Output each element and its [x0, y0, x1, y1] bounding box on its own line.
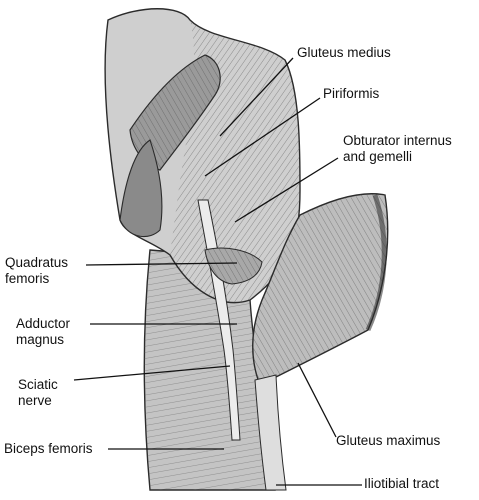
- label-adductor: Adductor magnus: [16, 316, 70, 348]
- label-piriformis-text: Piriformis: [323, 86, 380, 101]
- label-quadratus-line2: femoris: [5, 271, 50, 286]
- quadratus-femoris-fibers: [205, 248, 262, 284]
- label-gluteus-maximus: Gluteus maximus: [336, 433, 440, 449]
- gluteus-medius-flap-fibers: [130, 55, 221, 170]
- leader-piriformis: [204, 97, 321, 177]
- thigh-fibers: [144, 250, 275, 490]
- label-biceps-femoris-text: Biceps femoris: [4, 441, 93, 456]
- leader-gluteus-medius: [219, 57, 294, 137]
- leader-sciatic: [73, 365, 231, 381]
- label-sciatic-line2: nerve: [18, 393, 52, 408]
- label-piriformis: Piriformis: [323, 86, 379, 102]
- label-adductor-line1: Adductor: [16, 316, 71, 331]
- iliotibial-tract-shape: [254, 374, 287, 491]
- label-quadratus-line1: Quadratus: [5, 255, 69, 270]
- leader-gluteus-maximus: [297, 362, 337, 438]
- label-sciatic: Sciatic nerve: [18, 377, 58, 409]
- gluteus-maximus-cut-edge: [365, 194, 387, 332]
- label-iliotibial-tract: Iliotibial tract: [364, 476, 439, 492]
- label-sciatic-line1: Sciatic: [18, 377, 58, 392]
- gluteus-maximus-fibers: [252, 193, 388, 385]
- label-obturator: Obturator internus and gemelli: [343, 133, 452, 165]
- label-iliotibial-tract-text: Iliotibial tract: [364, 476, 440, 491]
- label-gluteus-medius-text: Gluteus medius: [297, 45, 391, 60]
- label-biceps-femoris: Biceps femoris: [4, 441, 93, 457]
- leader-quadratus: [85, 262, 238, 266]
- label-gluteus-medius: Gluteus medius: [297, 45, 391, 61]
- label-obturator-line1: Obturator internus: [343, 133, 452, 148]
- leader-obturator: [234, 157, 339, 223]
- label-gluteus-maximus-text: Gluteus maximus: [336, 433, 441, 448]
- label-obturator-line2: and gemelli: [343, 149, 413, 164]
- label-quadratus: Quadratus femoris: [5, 255, 68, 287]
- reflected-edge: [119, 139, 163, 238]
- label-adductor-line2: magnus: [16, 332, 65, 347]
